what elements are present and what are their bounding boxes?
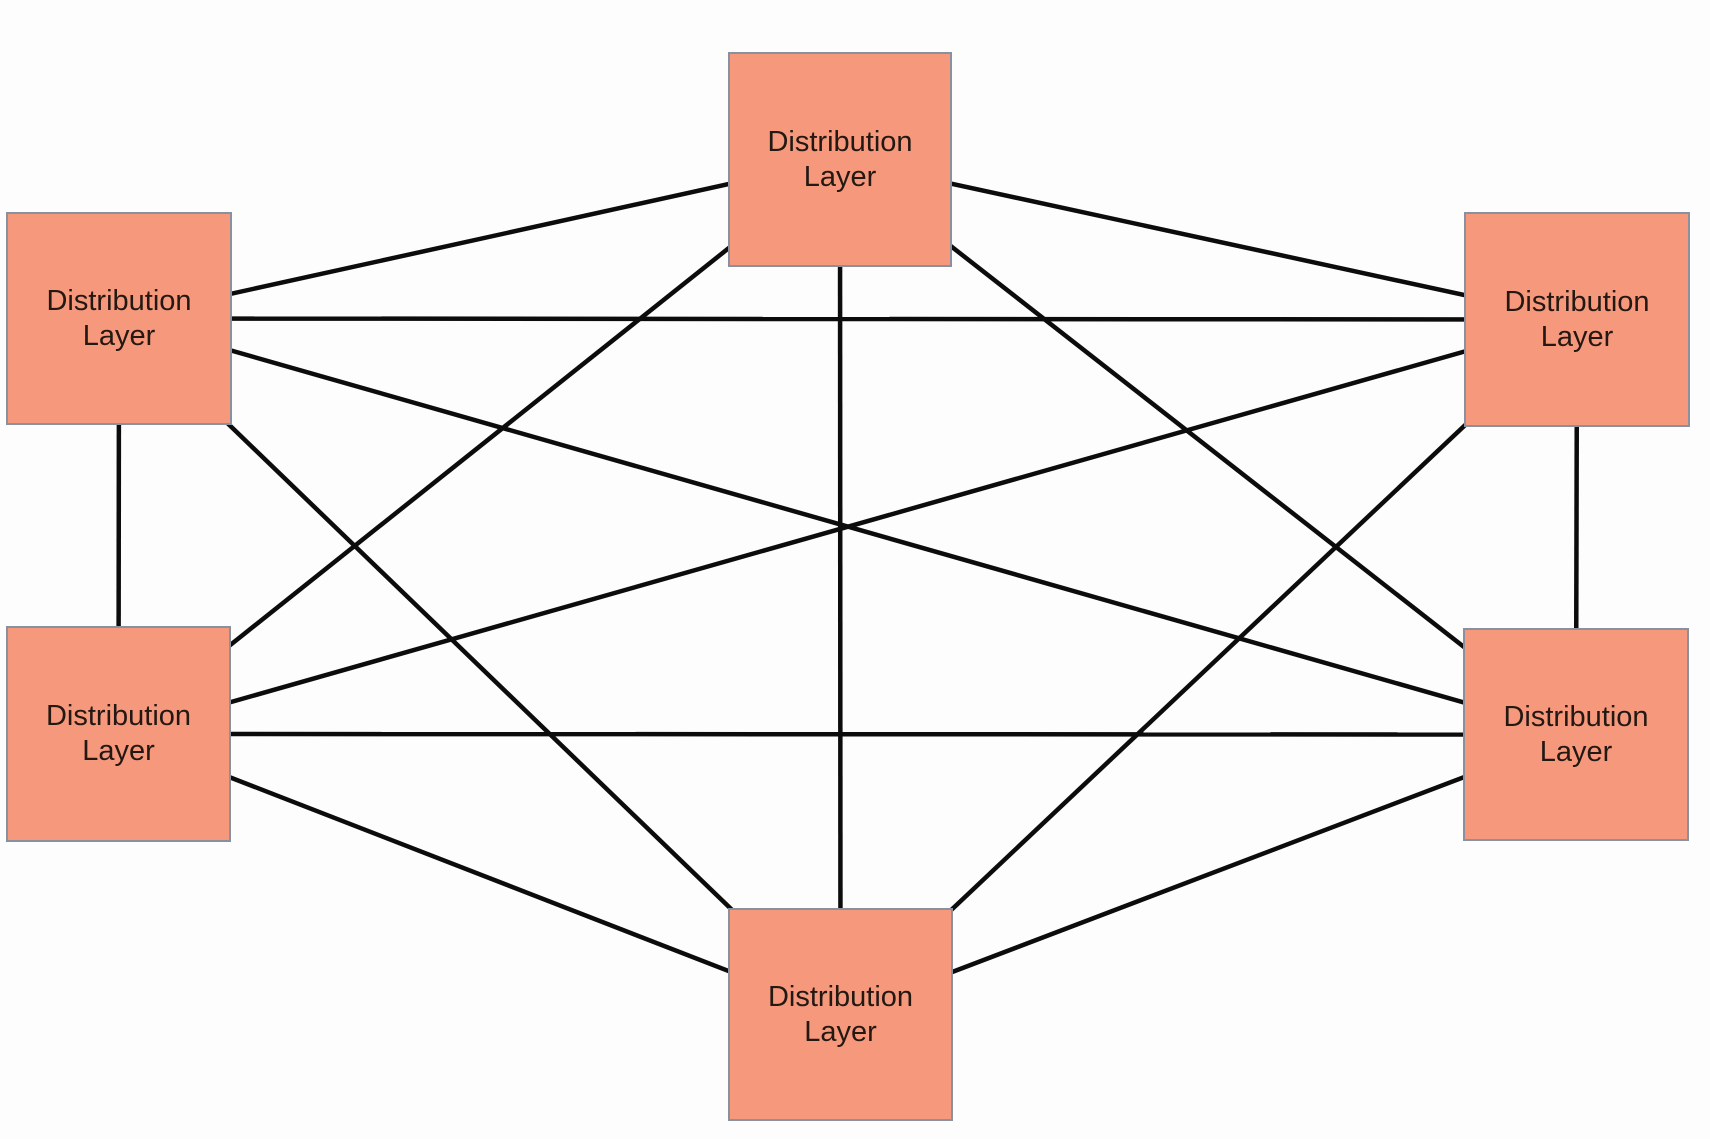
node-left-top[interactable]: Distribution Layer [6,212,232,425]
node-right-bottom[interactable]: Distribution Layer [1463,628,1689,841]
node-label: Distribution Layer [45,700,192,767]
edge-left-top--right-top [118,316,1578,322]
edge-top-center--right-bottom [838,157,1578,737]
edge-top-center--left-bottom [117,157,842,736]
edge-left-bottom--bottom-center [117,731,842,1017]
node-label: Distribution Layer [767,980,914,1048]
edge-top-center--right-top [839,157,1578,322]
node-left-bottom[interactable]: Distribution Layer [6,626,231,842]
node-label: Distribution Layer [1503,700,1649,768]
node-label: Distribution Layer [46,284,192,352]
node-top-center[interactable]: Distribution Layer [728,52,952,267]
edge-right-bottom--bottom-center [839,732,1577,1017]
edge-top-center--bottom-center [837,159,843,1015]
edge-left-bottom--right-bottom [118,731,1577,737]
edge-right-top--bottom-center [838,317,1579,1017]
node-bottom-center[interactable]: Distribution Layer [728,908,953,1121]
node-right-top[interactable]: Distribution Layer [1464,212,1690,427]
edge-top-center--left-top [118,157,841,321]
edge-right-top--left-bottom [117,317,1578,737]
node-label: Distribution Layer [1504,285,1650,353]
node-label: Distribution Layer [767,125,913,193]
edge-left-top--bottom-center [117,316,843,1017]
